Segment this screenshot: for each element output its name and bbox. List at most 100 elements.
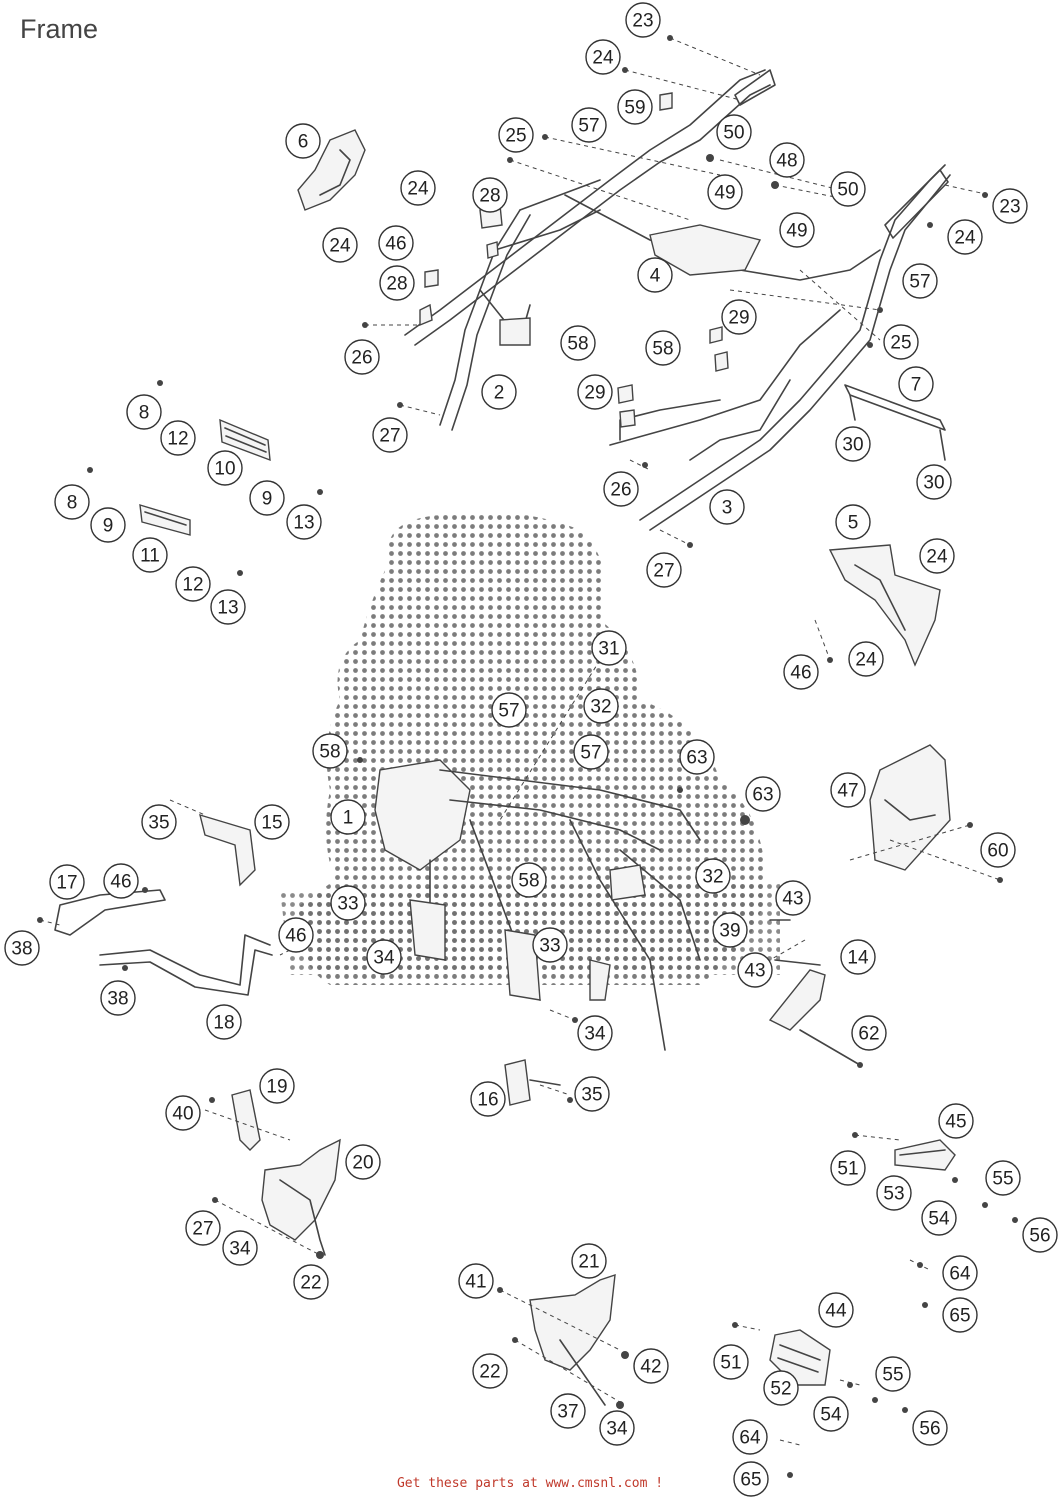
callout-number: 17 xyxy=(56,873,77,894)
callout-38: 38 xyxy=(4,930,40,966)
callout-circle xyxy=(1022,1217,1058,1253)
callout-circle xyxy=(126,394,162,430)
callout-circle xyxy=(571,107,607,143)
callout-circle xyxy=(733,1461,769,1497)
callout-58: 58 xyxy=(645,330,681,366)
callout-circle xyxy=(840,939,876,975)
callout-22: 22 xyxy=(293,1264,329,1300)
callout-circle xyxy=(185,1210,221,1246)
callout-number: 58 xyxy=(567,334,588,355)
callout-number: 57 xyxy=(909,272,930,293)
callout-19: 19 xyxy=(259,1068,295,1104)
callout-number: 48 xyxy=(776,151,797,172)
callout-number: 21 xyxy=(578,1252,599,1273)
callout-23: 23 xyxy=(625,2,661,38)
callout-circle xyxy=(577,374,613,410)
callout-circle xyxy=(645,330,681,366)
callout-circle xyxy=(322,227,358,263)
callout-circle xyxy=(775,880,811,916)
callout-circle xyxy=(912,1410,948,1446)
callout-circle xyxy=(330,799,366,835)
callout-24: 24 xyxy=(322,227,358,263)
callout-44: 44 xyxy=(818,1292,854,1328)
callout-63: 63 xyxy=(745,776,781,812)
callout-50: 50 xyxy=(716,114,752,150)
callout-number: 22 xyxy=(300,1273,321,1294)
callout-circle xyxy=(921,1200,957,1236)
callout-circle xyxy=(366,939,402,975)
callout-circle xyxy=(577,1015,613,1051)
callout-circle xyxy=(779,212,815,248)
callout-circle xyxy=(400,170,436,206)
callout-circle xyxy=(721,299,757,335)
callout-number: 46 xyxy=(110,872,131,893)
callout-51: 51 xyxy=(713,1344,749,1380)
callout-number: 51 xyxy=(837,1159,858,1180)
callout-number: 4 xyxy=(650,266,661,287)
callout-27: 27 xyxy=(185,1210,221,1246)
callout-circle xyxy=(330,885,366,921)
callout-circle xyxy=(498,117,534,153)
callout-24: 24 xyxy=(400,170,436,206)
callout-number: 9 xyxy=(262,489,273,510)
callout-8: 8 xyxy=(54,484,90,520)
callout-circle xyxy=(942,1297,978,1333)
callout-24: 24 xyxy=(919,538,955,574)
callout-number: 37 xyxy=(557,1402,578,1423)
callout-circle xyxy=(491,692,527,728)
callout-circle xyxy=(511,862,547,898)
callout-number: 60 xyxy=(987,841,1008,862)
callout-circle xyxy=(160,420,196,456)
callout-number: 38 xyxy=(11,939,32,960)
main-frame-upper xyxy=(404,69,951,531)
callout-46: 46 xyxy=(783,654,819,690)
callout-number: 58 xyxy=(652,339,673,360)
callout-number: 31 xyxy=(598,639,619,660)
callout-24: 24 xyxy=(585,39,621,75)
callout-21: 21 xyxy=(571,1243,607,1279)
callout-circle xyxy=(916,464,952,500)
callout-27: 27 xyxy=(646,552,682,588)
callout-circle xyxy=(470,1081,506,1117)
callout-number: 35 xyxy=(581,1085,602,1106)
callout-35: 35 xyxy=(141,804,177,840)
callout-number: 50 xyxy=(723,123,744,144)
callout-circle xyxy=(851,1015,887,1051)
callout-number: 49 xyxy=(714,183,735,204)
callout-58: 58 xyxy=(511,862,547,898)
callout-number: 26 xyxy=(351,348,372,369)
callout-55: 55 xyxy=(985,1160,1021,1196)
callout-number: 27 xyxy=(192,1219,213,1240)
callout-number: 2 xyxy=(494,383,505,404)
page-title: Frame xyxy=(20,14,99,44)
callout-circle xyxy=(875,1356,911,1392)
callout-47: 47 xyxy=(830,772,866,808)
callout-18: 18 xyxy=(206,1004,242,1040)
callout-40: 40 xyxy=(165,1095,201,1131)
callout-15: 15 xyxy=(254,804,290,840)
callout-circle xyxy=(175,566,211,602)
callout-33: 33 xyxy=(330,885,366,921)
bracket-part-7 xyxy=(844,384,946,461)
callout-circle xyxy=(737,952,773,988)
callout-number: 43 xyxy=(744,961,765,982)
callout-number: 39 xyxy=(719,921,740,942)
callout-54: 54 xyxy=(813,1396,849,1432)
callout-circle xyxy=(617,89,653,125)
callout-59: 59 xyxy=(617,89,653,125)
callout-58: 58 xyxy=(560,325,596,361)
footer-link-text[interactable]: Get these parts at www.cmsnl.com ! xyxy=(396,1476,664,1491)
callout-43: 43 xyxy=(775,880,811,916)
callout-9: 9 xyxy=(249,480,285,516)
callout-57: 57 xyxy=(491,692,527,728)
callout-circle xyxy=(285,123,321,159)
callout-number: 23 xyxy=(632,11,653,32)
callout-circle xyxy=(695,858,731,894)
callout-circle xyxy=(249,480,285,516)
callout-number: 20 xyxy=(352,1153,373,1174)
callout-number: 50 xyxy=(837,180,858,201)
callout-number: 24 xyxy=(592,48,614,69)
callout-number: 18 xyxy=(213,1013,234,1034)
callout-circle xyxy=(207,450,243,486)
callout-circle xyxy=(712,912,748,948)
